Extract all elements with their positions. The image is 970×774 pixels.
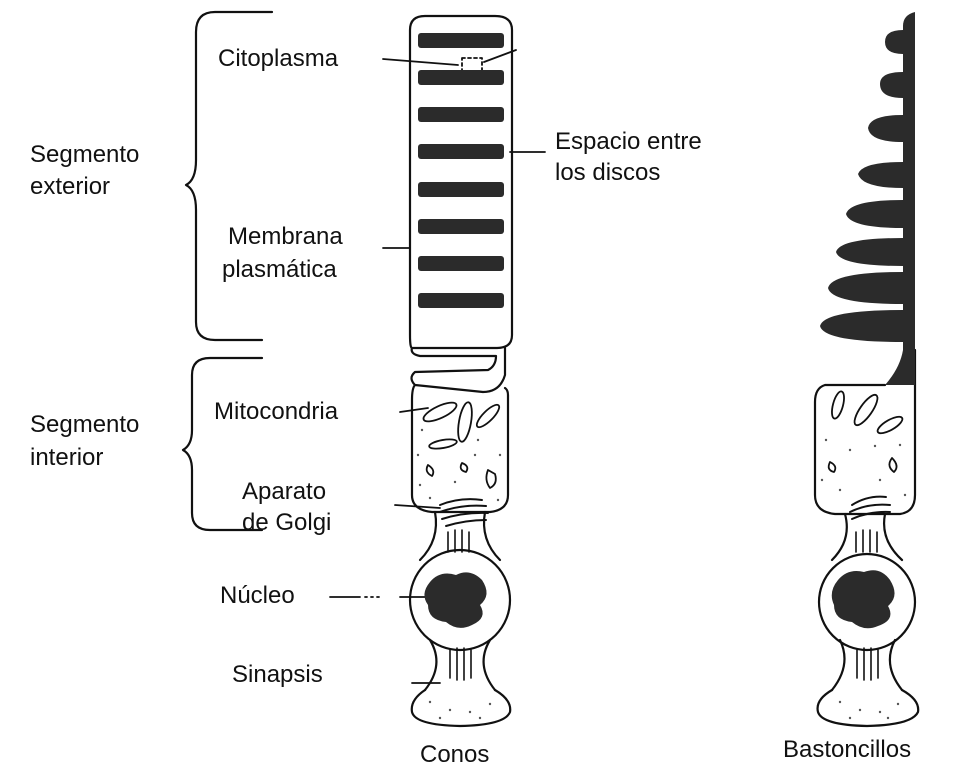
cone-connecting-fold: [412, 348, 506, 392]
outer-segment-label-line1: Segmento: [30, 140, 139, 170]
inner-segment-label-line2: interior: [30, 443, 103, 473]
cone-inner-segment: [412, 385, 508, 512]
outer-segment-label-line2: exterior: [30, 172, 110, 202]
caption-conos: Conos: [420, 740, 489, 770]
rod-mitochondria: [829, 390, 905, 472]
rod-nucleus-chromatin: [832, 570, 895, 628]
cone-mitochondria: [421, 399, 502, 488]
inner-segment-label-line1: Segmento: [30, 410, 139, 440]
label-espacio-line1: Espacio entre: [555, 127, 702, 157]
label-citoplasma: Citoplasma: [218, 44, 338, 74]
rod-synapse: [818, 690, 919, 726]
rod-outer-segment: [820, 12, 915, 385]
label-mitocondria: Mitocondria: [214, 397, 338, 427]
caption-bastoncillos: Bastoncillos: [783, 735, 911, 765]
label-golgi-line1: Aparato: [242, 477, 326, 507]
label-espacio-line2: los discos: [555, 158, 660, 188]
cone-nucleus-chromatin: [424, 572, 486, 627]
label-membrana-line2: plasmática: [222, 255, 337, 285]
label-nucleo: Núcleo: [220, 581, 295, 611]
cone-discs: [418, 33, 504, 308]
label-sinapsis: Sinapsis: [232, 660, 323, 690]
cone-synapse: [412, 690, 510, 726]
rod-cell: [815, 350, 918, 726]
label-membrana-line1: Membrana: [228, 222, 343, 252]
label-golgi-line2: de Golgi: [242, 508, 331, 538]
